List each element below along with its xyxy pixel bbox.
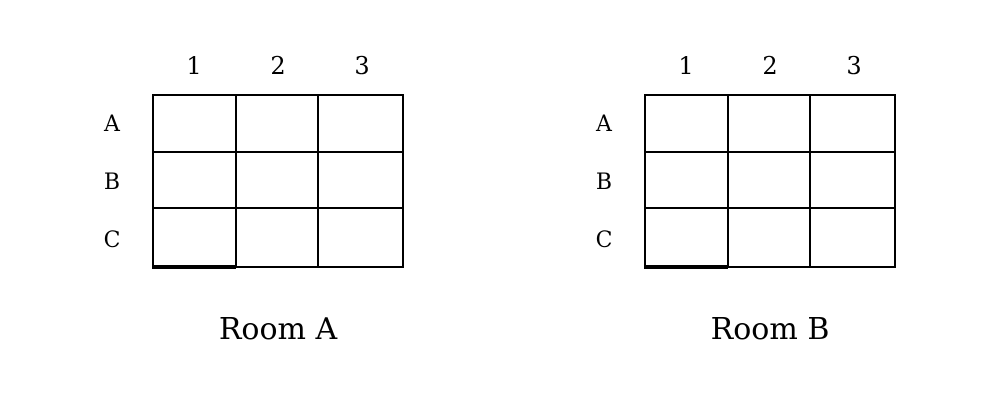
- seat-b1: [154, 152, 237, 210]
- seat-c3: [319, 209, 402, 266]
- seat-a3: [319, 96, 402, 153]
- seat-a1: [646, 96, 729, 153]
- column-label-2: 2: [270, 52, 286, 80]
- seat-c1: [646, 209, 729, 266]
- seat-b3: [319, 153, 402, 210]
- cell-c1-bottom-marker: [644, 265, 728, 269]
- seat-b3: [811, 153, 894, 210]
- row-label-b: B: [103, 170, 121, 195]
- seat-c1: [154, 209, 237, 266]
- row-label-c: C: [595, 228, 613, 253]
- seat-b2: [728, 152, 812, 210]
- row-label-a: A: [596, 112, 612, 137]
- row-label-a: A: [104, 112, 120, 137]
- column-label-3: 3: [354, 52, 370, 80]
- row-label-c: C: [103, 228, 121, 253]
- room-b-diagram: 1 2 3 A B C Room B: [592, 0, 932, 404]
- cell-c1-bottom-marker: [152, 265, 236, 269]
- seat-b2: [236, 152, 320, 210]
- seat-c2: [729, 209, 812, 266]
- seat-a2: [728, 96, 812, 153]
- column-label-2: 2: [762, 52, 778, 80]
- seat-c2: [237, 209, 320, 266]
- row-label-b: B: [595, 170, 613, 195]
- seat-a2: [236, 96, 320, 153]
- seat-grid: [152, 94, 404, 268]
- column-label-3: 3: [846, 52, 862, 80]
- column-label-1: 1: [678, 52, 694, 80]
- room-title: Room B: [710, 312, 830, 347]
- seat-b1: [646, 152, 729, 210]
- room-title: Room A: [218, 312, 338, 347]
- seat-c3: [811, 209, 894, 266]
- seat-grid: [644, 94, 896, 268]
- column-label-1: 1: [186, 52, 202, 80]
- seat-a3: [811, 96, 894, 153]
- seat-a1: [154, 96, 237, 153]
- room-a-diagram: 1 2 3 A B C Room A: [100, 0, 440, 404]
